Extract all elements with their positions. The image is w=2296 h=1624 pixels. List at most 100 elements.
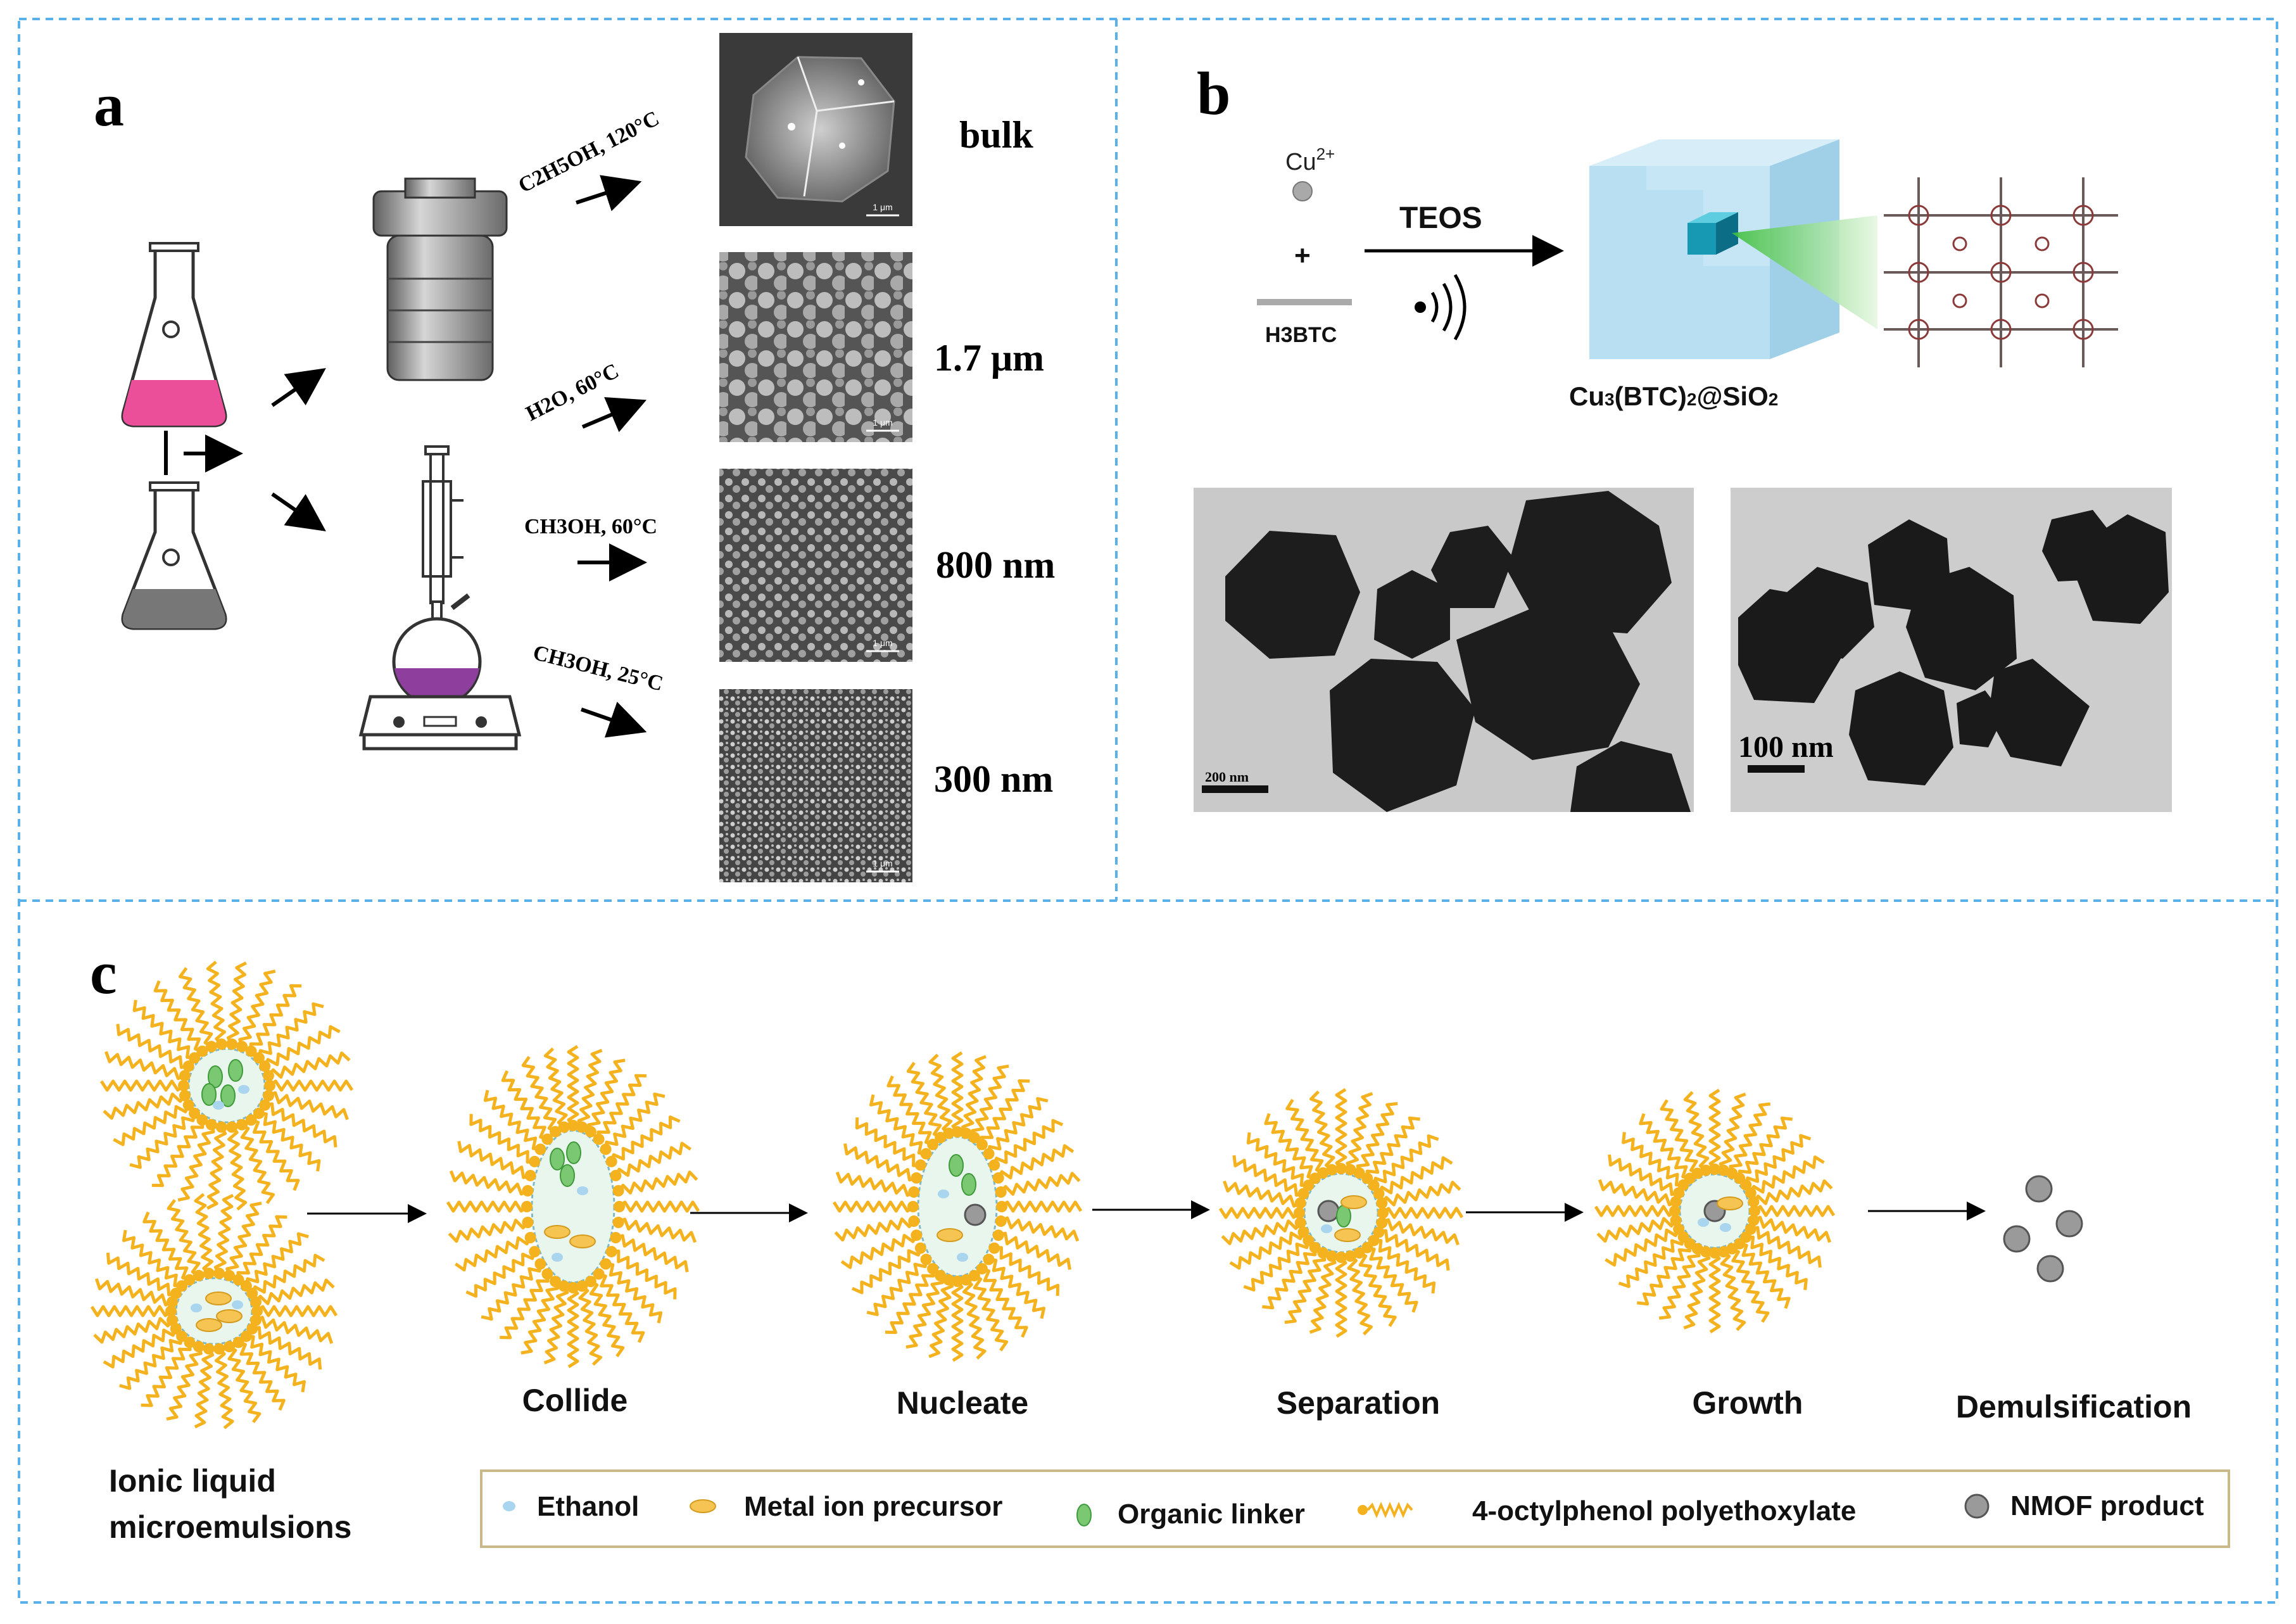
ethanol-particle <box>191 1304 202 1312</box>
linker-bar-icon <box>1257 299 1352 305</box>
arrow-to-reflux <box>271 492 326 531</box>
micelle-group <box>90 960 1836 1430</box>
cu-ion-icon <box>1292 181 1313 201</box>
nmof-particle <box>1317 1200 1340 1222</box>
arrow-condition-1 <box>576 175 642 212</box>
size-label-800nm: 800 nm <box>936 544 1055 586</box>
ethanol-particle <box>213 1101 224 1110</box>
sem-image-300nm: 1 μm <box>719 689 912 882</box>
sem-scale-label-4: 1 μm <box>873 858 892 868</box>
step-label-demulsification: Demulsification <box>1956 1389 2192 1424</box>
sem-scale-label-2: 1 μm <box>873 417 892 428</box>
organic-linker-particle <box>550 1148 565 1170</box>
organic-linker-particle <box>949 1154 964 1177</box>
sem-scale-label-1: 1 μm <box>873 202 892 212</box>
ethanol-particle <box>238 1085 249 1094</box>
autoclave-icon <box>372 177 508 381</box>
legend-ethanol-icon <box>503 1501 515 1511</box>
organic-linker-particle <box>201 1083 217 1106</box>
organic-linker-particle <box>220 1084 236 1107</box>
arrow-to-autoclave <box>271 368 326 407</box>
demulsification-product <box>2003 1175 2083 1283</box>
legend-nmof-icon <box>1964 1494 1990 1519</box>
organic-linker-particle <box>566 1141 581 1164</box>
plus-sign: + <box>1294 240 1311 271</box>
nmof-particle-2 <box>2055 1210 2083 1238</box>
reagent-label: TEOS <box>1399 201 1482 235</box>
tem-scale-label-2: 100 nm <box>1738 730 1834 764</box>
nmof-particle <box>964 1203 987 1226</box>
ethanol-particle <box>1698 1218 1709 1227</box>
organic-linker-particle <box>560 1164 575 1187</box>
ethanol-particle <box>1321 1224 1332 1233</box>
ethanol-particle <box>552 1253 563 1262</box>
micelle-separation <box>1218 1088 1464 1338</box>
cu-ion-label: Cu2+ <box>1285 144 1335 175</box>
metal-precursor-particle <box>196 1318 222 1332</box>
metal-precursor-particle <box>216 1309 243 1323</box>
ethanol-particle <box>577 1186 588 1195</box>
micelle-collide <box>446 1044 700 1369</box>
step-label-growth: Growth <box>1693 1385 1803 1421</box>
size-label-1-7um: 1.7 μm <box>934 337 1044 379</box>
tem-image-1: 200 nm <box>1194 488 1694 812</box>
ultrasound-icon <box>1415 274 1467 341</box>
nmof-particle-1 <box>2025 1175 2053 1203</box>
core-shell-cube-icon <box>1589 139 1877 359</box>
legend: Ethanol Metal ion precursor Organic link… <box>480 1469 2230 1548</box>
nmof-particle-4 <box>2036 1255 2064 1283</box>
product-label: Cu3(BTC)2@SiO2 <box>1569 381 1778 411</box>
micelle-start-1 <box>99 960 354 1211</box>
flask-gray-icon <box>121 481 227 630</box>
panel-dividers <box>18 18 2278 1604</box>
mof-lattice-icon <box>1884 177 2118 367</box>
flask-pink-icon <box>121 242 227 428</box>
step-label-nucleate: Nucleate <box>897 1385 1028 1421</box>
legend-surfactant-label: 4-octylphenol polyethoxylate <box>1472 1495 1856 1526</box>
organic-linker-particle <box>961 1173 976 1196</box>
metal-precursor-particle <box>569 1234 596 1248</box>
metal-precursor-particle <box>544 1225 571 1239</box>
ethanol-particle <box>232 1300 243 1309</box>
step-label-collide: Collide <box>522 1383 628 1418</box>
step-label-separation: Separation <box>1277 1385 1440 1421</box>
legend-metal-ion-icon <box>690 1499 716 1513</box>
condition-label-1: C2H5OH, 120°C <box>515 106 663 198</box>
organic-linker-particle <box>208 1065 223 1088</box>
metal-precursor-particle <box>205 1291 232 1305</box>
linker-label: H3BTC <box>1265 323 1337 347</box>
size-label-300nm: 300 nm <box>934 758 1053 800</box>
panel-a-label: a <box>94 71 124 139</box>
legend-surfactant-icon <box>1358 1502 1413 1518</box>
tem-image-2: 100 nm <box>1731 488 2172 812</box>
ethanol-particle <box>938 1189 949 1198</box>
panel-c-label: c <box>90 939 117 1006</box>
tem-scale-label-1: 200 nm <box>1205 769 1249 785</box>
sem-image-1-7um: 1 μm <box>719 252 912 442</box>
panel-b-label: b <box>1197 60 1230 127</box>
metal-precursor-particle <box>937 1228 963 1242</box>
nmof-particle-3 <box>2003 1225 2031 1253</box>
ethanol-particle <box>1720 1223 1731 1232</box>
legend-organic-linker-label: Organic linker <box>1118 1499 1305 1530</box>
condition-label-4: CH3OH, 25°C <box>531 641 665 696</box>
legend-organic-linker-icon <box>1076 1504 1092 1526</box>
metal-precursor-particle <box>1717 1196 1743 1210</box>
reflux-setup-icon <box>358 445 522 751</box>
condition-label-3: CH3OH, 60°C <box>524 515 657 538</box>
start-label-line-1: Ionic liquid <box>109 1463 276 1499</box>
size-label-bulk: bulk <box>959 114 1033 156</box>
arrow-condition-4 <box>581 701 647 738</box>
organic-linker-particle <box>228 1059 243 1082</box>
panel-b: b Cu2+ + H3BTC TEOS Cu3(BTC)2@SiO2 <box>1194 60 2172 812</box>
start-label-line-2: microemulsions <box>109 1509 351 1545</box>
micelle-growth <box>1594 1088 1836 1334</box>
micelle-nucleate <box>832 1051 1083 1362</box>
legend-metal-ion-label: Metal ion precursor <box>744 1491 1002 1522</box>
arrow-condition-2 <box>581 397 647 433</box>
sem-image-800nm: 1 μm <box>719 469 912 662</box>
legend-nmof-label: NMOF product <box>2010 1490 2204 1521</box>
panel-a: a <box>94 33 1055 882</box>
legend-ethanol-label: Ethanol <box>537 1491 639 1522</box>
